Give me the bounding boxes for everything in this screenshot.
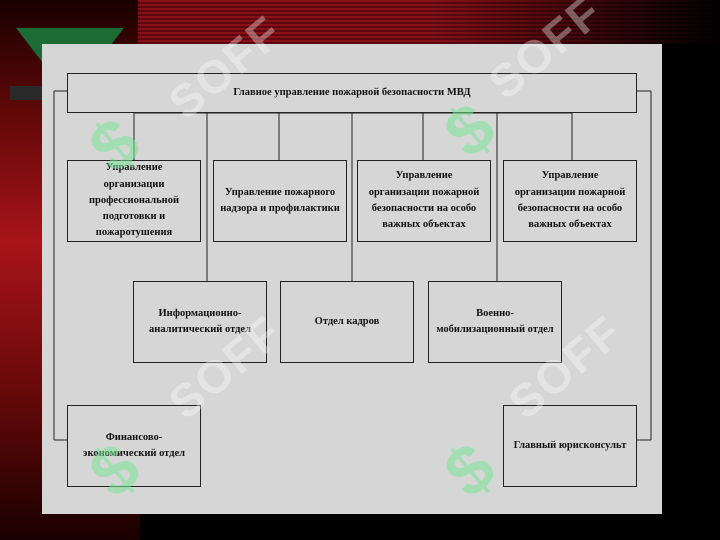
connector-lines (53, 90, 652, 441)
dept-important-objects-box-2: Управление организации пожарной безопасн… (503, 160, 637, 242)
org-chart-slide: Главное управление пожарной безопасности… (42, 44, 662, 514)
finance-box: Финансово-экономический отдел (67, 405, 201, 487)
dept-fire-supervision-box: Управление пожарного надзора и профилакт… (213, 160, 347, 242)
dept-training-box: Управление организации профессиональной … (67, 160, 201, 242)
dept-important-objects-box-1: Управление организации пожарной безопасн… (357, 160, 491, 242)
background-top-fade (430, 0, 720, 44)
logo-bar (10, 86, 44, 100)
legal-counsel-box: Главный юрисконсульт (503, 405, 637, 487)
info-analytics-box: Информационно-аналитический отдел (133, 281, 267, 363)
title-box: Главное управление пожарной безопасности… (67, 73, 637, 113)
military-mobilization-box: Военно-мобилизационный отдел (428, 281, 562, 363)
hr-box: Отдел кадров (280, 281, 414, 363)
